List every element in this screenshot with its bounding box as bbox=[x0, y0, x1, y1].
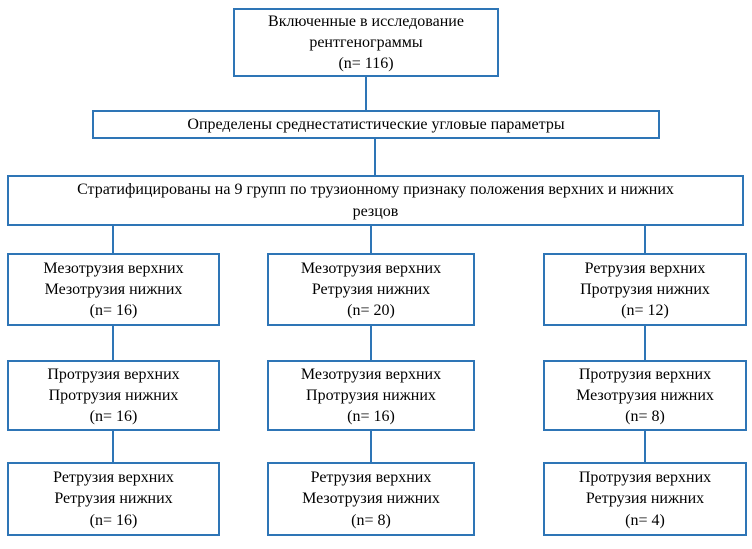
group-box-r1-c2: Мезотрузия верхних Ретрузия нижних (n= 2… bbox=[267, 253, 475, 326]
connector-col1-r1-r2 bbox=[112, 326, 114, 360]
connector-params-to-strat bbox=[374, 139, 376, 175]
connector-col2-r1-r2 bbox=[370, 326, 372, 360]
connector-strat-to-col1 bbox=[112, 226, 114, 253]
connector-col2-r2-r3 bbox=[370, 431, 372, 462]
connector-top-to-params bbox=[365, 77, 367, 110]
group-box-r3-c1: Ретрузия верхних Ретрузия нижних (n= 16) bbox=[7, 462, 220, 536]
group-box-r2-c1: Протрузия верхних Протрузия нижних (n= 1… bbox=[7, 360, 220, 431]
group-box-r1-c1: Мезотрузия верхних Мезотрузия нижних (n=… bbox=[7, 253, 220, 326]
connector-col3-r2-r3 bbox=[644, 431, 646, 462]
group-box-r1-c3: Ретрузия верхних Протрузия нижних (n= 12… bbox=[543, 253, 747, 326]
group-box-r3-c2: Ретрузия верхних Мезотрузия нижних (n= 8… bbox=[267, 462, 475, 536]
box-average-angular-parameters: Определены среднестатистические угловые … bbox=[92, 110, 660, 139]
connector-strat-to-col3 bbox=[644, 226, 646, 253]
group-box-r2-c2: Мезотрузия верхних Протрузия нижних (n= … bbox=[267, 360, 475, 431]
connector-strat-to-col2 bbox=[370, 226, 372, 253]
connector-col3-r1-r2 bbox=[644, 326, 646, 360]
box-included-radiographs: Включенные в исследование рентгенограммы… bbox=[233, 8, 499, 77]
group-box-r3-c3: Протрузия верхних Ретрузия нижних (n= 4) bbox=[543, 462, 747, 536]
connector-col1-r2-r3 bbox=[112, 431, 114, 462]
group-box-r2-c3: Протрузия верхних Мезотрузия нижних (n= … bbox=[543, 360, 747, 431]
box-stratified-9-groups: Стратифицированы на 9 групп по трузионно… bbox=[7, 175, 744, 226]
